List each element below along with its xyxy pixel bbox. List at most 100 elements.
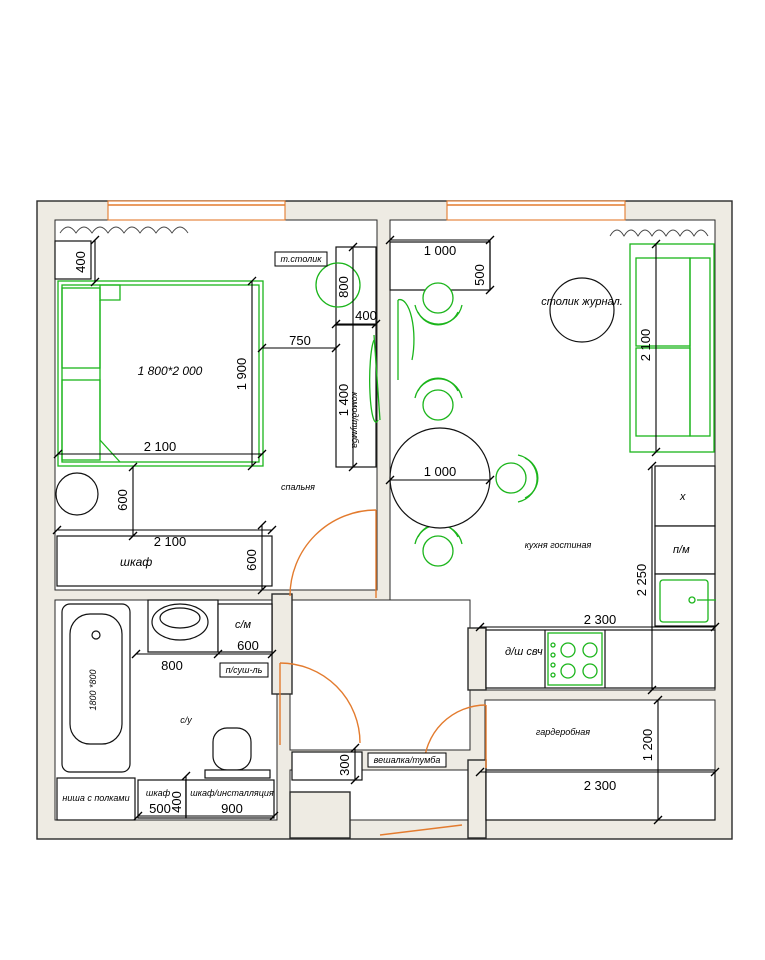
dim-400-dresser: 400 xyxy=(355,308,377,323)
bed xyxy=(57,280,264,467)
bathroom-furniture: 1800 *800 с/м п/суш-ль ниша с полками шк… xyxy=(56,599,275,821)
curtain-right xyxy=(609,229,709,237)
blanket-edge xyxy=(99,300,121,463)
burner xyxy=(582,663,598,679)
hall-pillar xyxy=(289,791,351,839)
dim-2100-wardrobe: 2 100 xyxy=(154,534,187,549)
bedroom-furniture: 1 800*2 000 шкаф комод/тумба т.столик xyxy=(54,240,381,587)
burner xyxy=(582,642,598,658)
plant-leaf xyxy=(397,298,415,361)
coffee-table xyxy=(549,277,615,343)
wardrobe-room-label: гардеробная xyxy=(536,727,590,737)
round-stool xyxy=(55,472,99,516)
toilet-tank xyxy=(204,769,271,779)
knob xyxy=(550,652,556,658)
dim-750: 750 xyxy=(289,333,311,348)
burner xyxy=(560,663,576,679)
dimension-lines: 400 800 400 750 1 900 1 400 2 100 600 2 … xyxy=(52,235,720,825)
dresser-label: комод/тумба xyxy=(350,392,360,448)
dim-600-bath: 600 xyxy=(237,638,259,653)
living-furniture: столик журнал. х п/м д/ш свч xyxy=(389,241,716,689)
bath-sink-inner xyxy=(159,607,201,629)
dim-2250: 2 250 xyxy=(634,564,649,597)
dresser xyxy=(335,246,377,468)
dim-1900: 1 900 xyxy=(234,358,249,391)
bathroom-label: с/у xyxy=(180,715,192,725)
bathtub-inner xyxy=(69,613,123,745)
fridge xyxy=(654,465,716,527)
burner xyxy=(560,642,576,658)
hanger-stand xyxy=(291,751,363,781)
bath-door-swing xyxy=(279,662,361,744)
wall-shelf xyxy=(389,241,491,291)
bedside-tag xyxy=(274,251,328,267)
hall-furniture: вешалка/тумба xyxy=(291,751,716,821)
storage-box-top xyxy=(54,240,92,280)
bedroom-door-swing xyxy=(289,509,377,597)
dim-800-dresser: 800 xyxy=(336,276,351,298)
room-labels: спальня кухня гостиная с/у гардеробная xyxy=(180,482,591,737)
dim-900: 900 xyxy=(221,801,243,816)
toilet xyxy=(212,727,252,771)
dim-600-wardrobe: 600 xyxy=(244,549,259,571)
dim-300: 300 xyxy=(337,754,352,776)
bath-sink xyxy=(151,603,209,641)
wardrobe-label: шкаф xyxy=(120,555,152,569)
kitchen-living-label: кухня гостиная xyxy=(525,540,592,550)
knob xyxy=(550,672,556,678)
dim-1000-table: 1 000 xyxy=(424,464,457,479)
dim-400-top: 400 xyxy=(73,251,88,273)
dim-2300-kitchen: 2 300 xyxy=(584,612,617,627)
living-window xyxy=(446,200,626,221)
install-cabinet xyxy=(185,779,275,819)
dim-1400: 1 400 xyxy=(336,384,351,417)
chair-seat xyxy=(369,339,379,423)
bedroom-window xyxy=(107,200,286,221)
washer xyxy=(217,603,273,653)
plant-circle xyxy=(315,262,361,308)
dryer-label: п/суш-ль xyxy=(226,665,263,675)
dim-500-shelf: 500 xyxy=(472,264,487,286)
bath-wall-block xyxy=(271,593,293,695)
sink xyxy=(659,579,709,623)
bedside-label: т.столик xyxy=(281,254,323,264)
bath-cabinet-label: шкаф xyxy=(146,788,171,798)
dryer-tag xyxy=(219,662,269,678)
dim-1200: 1 200 xyxy=(640,729,655,762)
curtain-left xyxy=(59,226,189,234)
knob xyxy=(550,662,556,668)
dim-800-bath: 800 xyxy=(161,658,183,673)
dishwasher-cab-label: п/м xyxy=(673,544,690,556)
cooktop xyxy=(547,632,603,686)
dim-2300-wardrobe: 2 300 xyxy=(584,778,617,793)
hanger-tag xyxy=(367,752,447,768)
chair-back xyxy=(373,334,381,421)
dining-chair-mid xyxy=(414,377,463,421)
dim-500-cabinet: 500 xyxy=(149,801,171,816)
dining-chair-top xyxy=(414,282,463,326)
dim-2100-bed: 2 100 xyxy=(144,439,177,454)
dim-1000-shelf: 1 000 xyxy=(424,243,457,258)
dishwasher-label: д/ш свч xyxy=(505,646,543,658)
niche-shelves xyxy=(56,777,136,821)
bed-inner xyxy=(61,284,260,463)
entrance-door xyxy=(379,824,463,836)
bath-drain xyxy=(91,630,101,640)
sink-drain xyxy=(688,596,696,604)
corridor-floor xyxy=(289,599,471,751)
dining-table xyxy=(389,427,491,529)
bath-cabinet xyxy=(137,779,187,819)
dim-2100-sofa: 2 100 xyxy=(638,329,653,362)
curtains xyxy=(59,226,709,237)
knob xyxy=(550,642,556,648)
washer-label: с/м xyxy=(235,619,252,631)
bathtub xyxy=(61,603,131,773)
dining-chair-right xyxy=(495,454,539,503)
bed-label: 1 800*2 000 xyxy=(138,364,203,378)
coffee-table-label: столик журнал. xyxy=(541,296,623,308)
bedroom-wardrobe xyxy=(56,535,273,587)
bedroom-label: спальня xyxy=(281,482,315,492)
dim-600-bed: 600 xyxy=(115,489,130,511)
bathtub-label: 1800 *800 xyxy=(88,669,98,710)
